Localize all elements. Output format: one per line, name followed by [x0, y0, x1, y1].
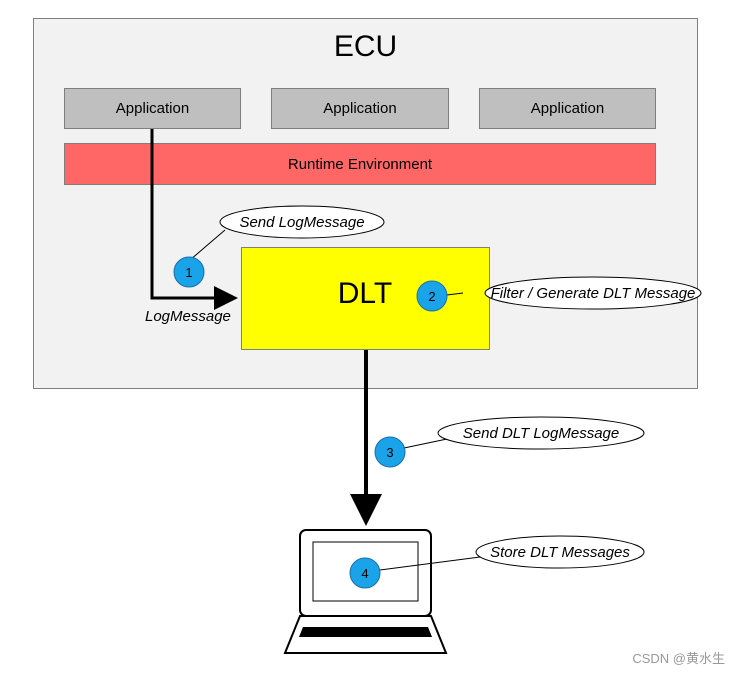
step-1-callout: [219, 205, 385, 239]
step-3-badge: [374, 436, 406, 468]
step-2-leader: [446, 292, 464, 296]
logmessage-arrow: [150, 129, 238, 310]
application-box-1: Application: [64, 88, 241, 129]
step-2-number: 2: [428, 289, 435, 304]
logmessage-arrow-label: LogMessage: [145, 308, 231, 325]
runtime-environment-label: Runtime Environment: [287, 155, 433, 173]
step-1-number: 1: [185, 265, 192, 280]
step-4-number: 4: [361, 566, 368, 581]
step-3-text: Send DLT LogMessage: [463, 425, 619, 442]
step-4-text: Store DLT Messages: [490, 544, 630, 561]
step-4-callout: [475, 535, 645, 569]
watermark: CSDN @黄水生: [632, 651, 725, 666]
dlt-box: [241, 247, 490, 350]
step-3-leader: [403, 438, 448, 449]
application-box-2: Application: [271, 88, 449, 129]
runtime-environment-box: Runtime Environment: [64, 143, 656, 185]
step-1-leader: [189, 229, 226, 261]
application-box-3: Application: [479, 88, 656, 129]
step-2-text: Filter / Generate DLT Message: [491, 285, 696, 302]
application-label-1: Application: [115, 100, 190, 117]
dlt-label: DLT: [337, 277, 393, 310]
laptop-icon: [283, 529, 448, 654]
step-3-callout: [437, 416, 645, 450]
step-3-number: 3: [386, 445, 393, 460]
application-label-3: Application: [530, 100, 605, 117]
ecu-title: ECU: [333, 30, 398, 63]
step-2-badge: [416, 280, 448, 312]
step-4-badge: [349, 557, 381, 589]
application-label-2: Application: [323, 100, 397, 117]
step-1-text: Send LogMessage: [239, 214, 364, 231]
step-4-leader: [379, 556, 481, 571]
step-2-callout: [484, 276, 702, 310]
step-1-badge: [173, 256, 205, 288]
